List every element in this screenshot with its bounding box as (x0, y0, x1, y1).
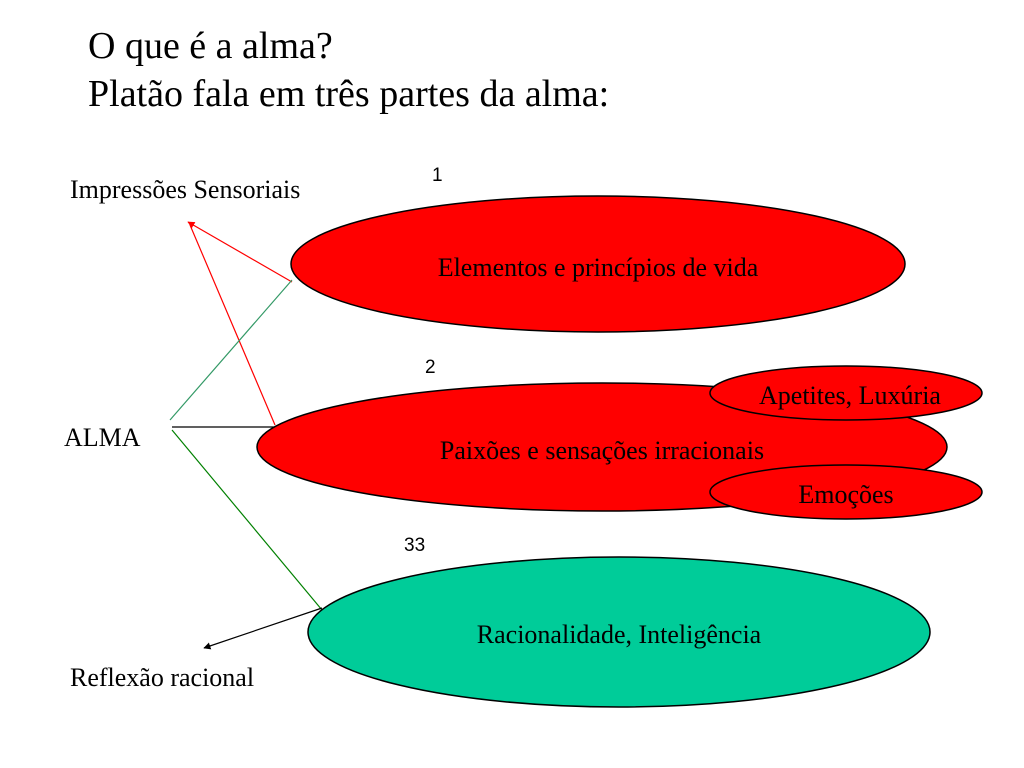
title-line-2: Platão fala em três partes da alma: (88, 73, 610, 115)
rational-reflection-label: Reflexão racional (70, 663, 254, 692)
red-line-to-sensory-top (187, 221, 293, 283)
part-1-number: 1 (432, 165, 443, 186)
sub-part-appetites-text: Apetites, Luxúria (759, 381, 941, 410)
black-arrow-to-reflection (203, 607, 323, 650)
sub-part-emotions-text: Emoções (798, 480, 893, 509)
part-1-text: Elementos e princípios de vida (438, 253, 759, 282)
title-line-1: O que é a alma? (88, 25, 333, 67)
part-2-number: 2 (425, 357, 436, 378)
part-3-ellipse (307, 556, 931, 708)
sub-part-appetites-ellipse (709, 365, 983, 421)
sub-part-emotions-ellipse (709, 464, 983, 520)
soul-label: ALMA (64, 423, 141, 452)
sensory-impressions-label: Impressões Sensoriais (70, 175, 300, 204)
part-2-text: Paixões e sensações irracionais (440, 436, 764, 465)
part-1-ellipse (290, 195, 906, 333)
green-line-alma-to-part-1 (169, 279, 293, 421)
part-3-text: Racionalidade, Inteligência (477, 620, 762, 649)
part-3-number: 33 (404, 535, 425, 556)
page-title: O que é a alma? Platão fala em três part… (88, 22, 609, 118)
red-line-from-passions (189, 224, 276, 426)
green-line-alma-to-part-3 (171, 429, 333, 623)
